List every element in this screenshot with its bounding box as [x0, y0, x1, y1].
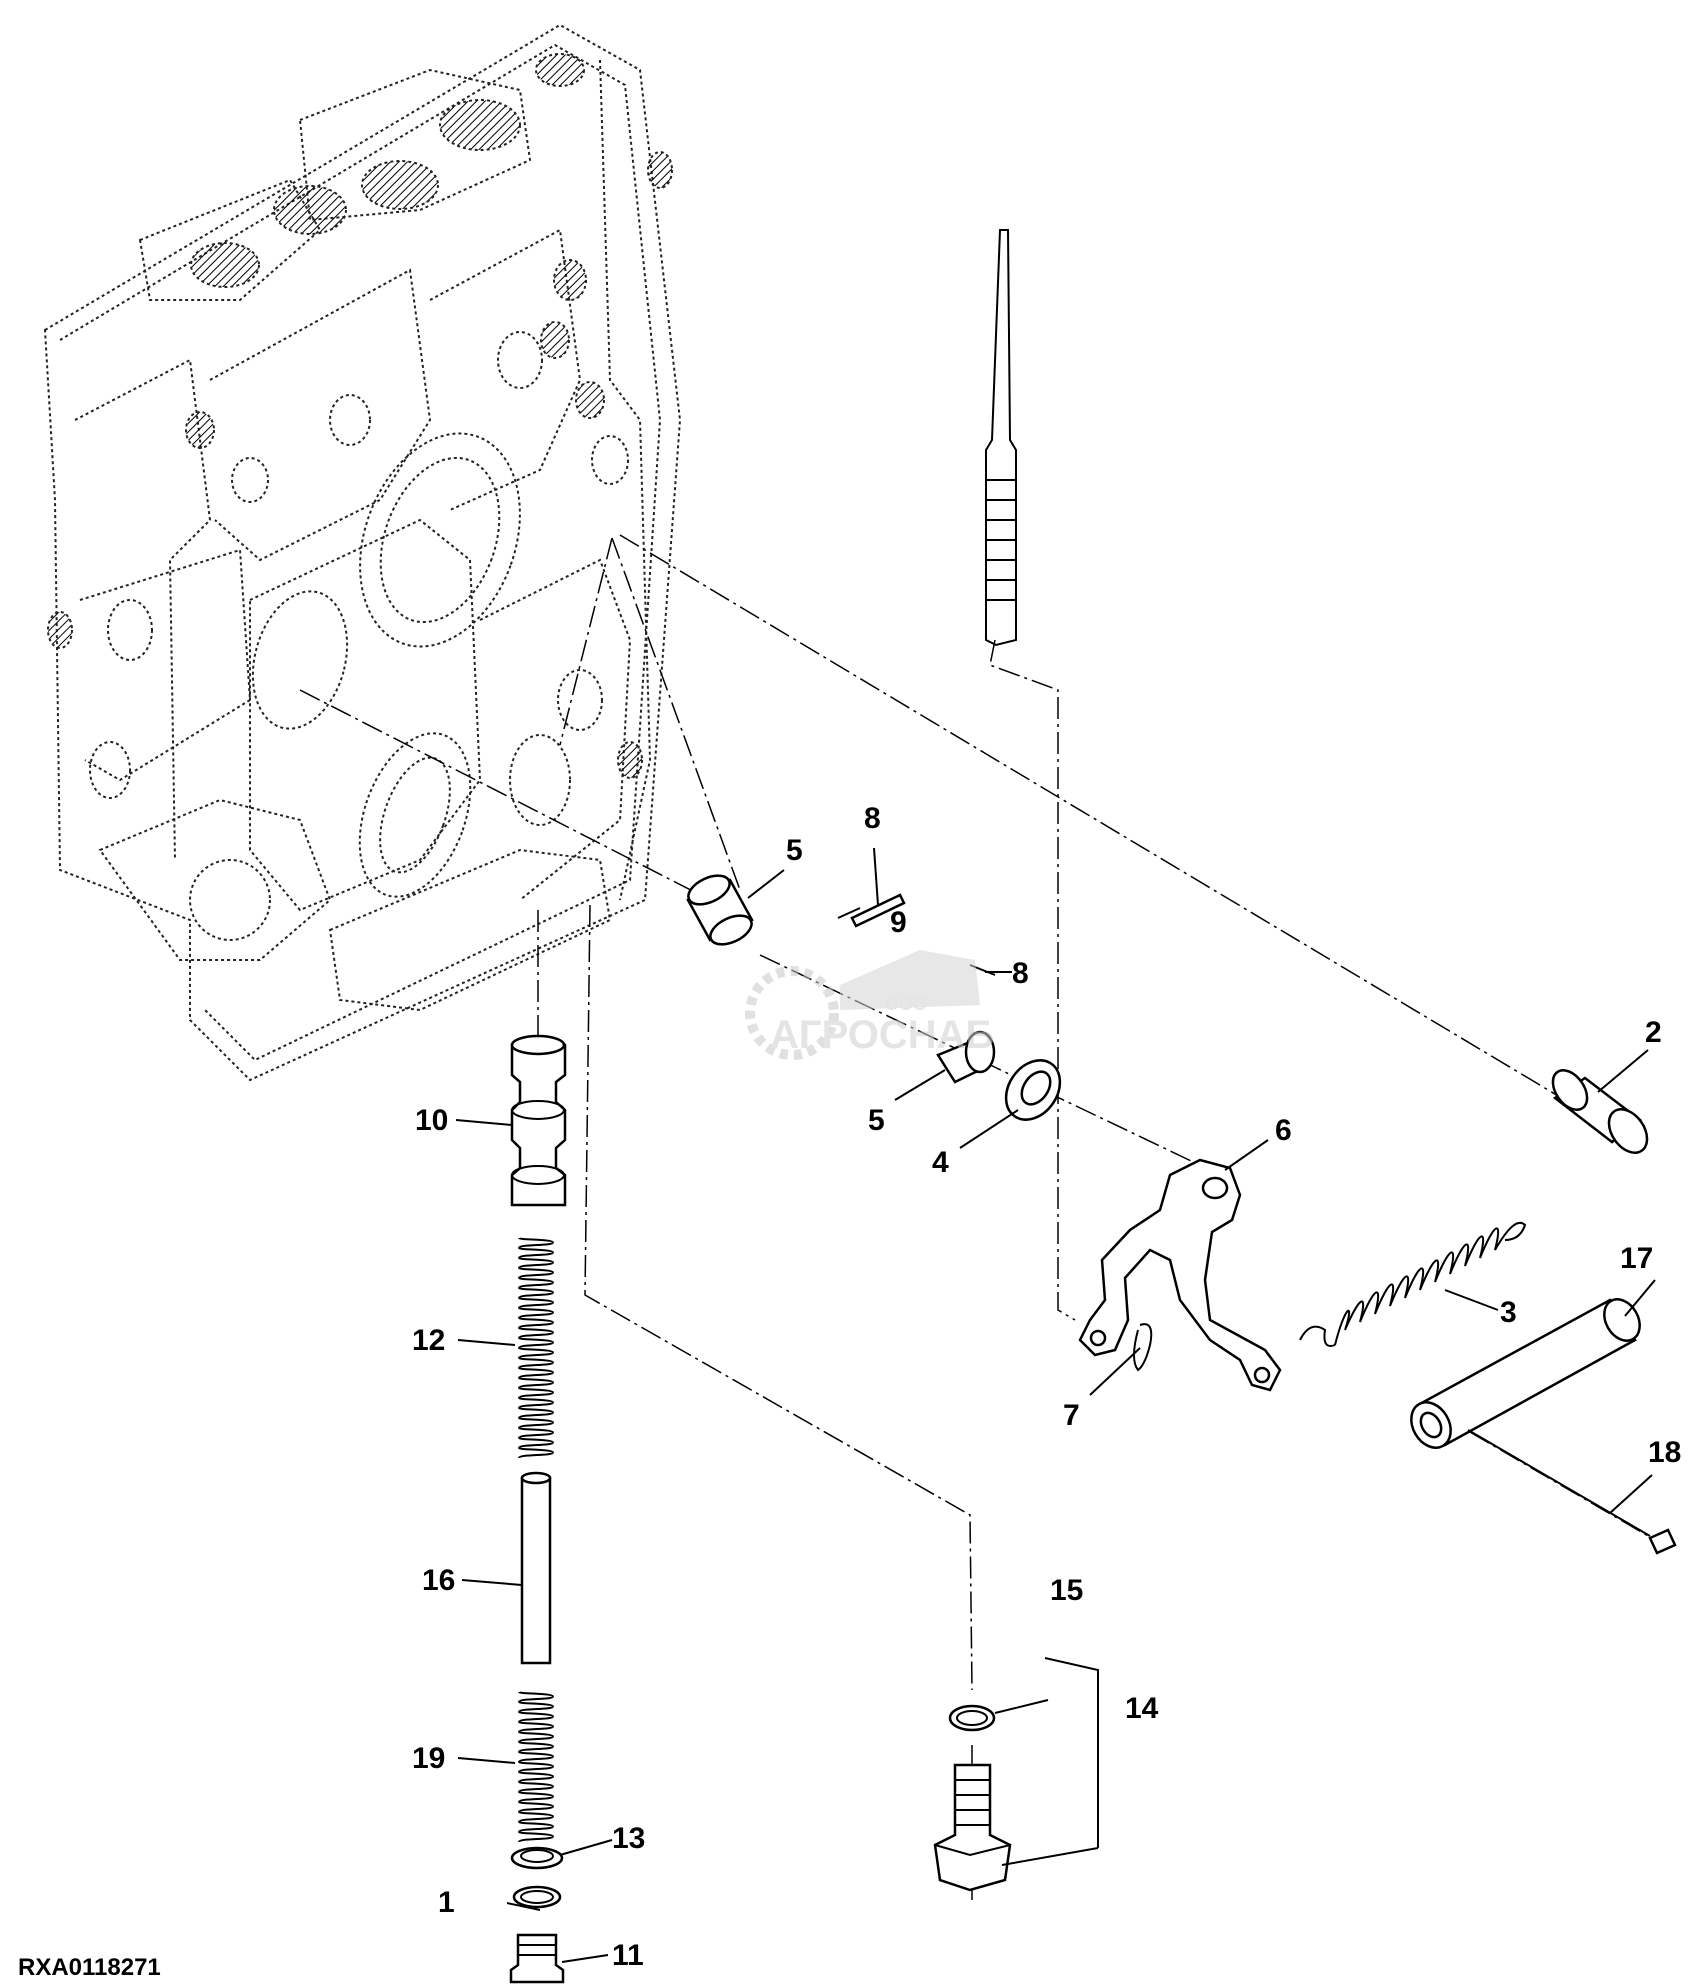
- bushing-lower: [936, 1030, 996, 1084]
- plug-assembly-bracket: [1044, 1657, 1099, 1848]
- valve-spool: [510, 1034, 567, 1207]
- callout-18: 18: [1648, 1436, 1681, 1469]
- leader-lines: [455, 847, 1656, 1963]
- spool-spring-short: [517, 1691, 555, 1843]
- control-rod: [985, 229, 1017, 647]
- callout-16: 16: [422, 1564, 455, 1597]
- bushing-upper: [686, 874, 754, 946]
- plug-assembly: [933, 1763, 1012, 1892]
- callout-19: 19: [412, 1742, 445, 1775]
- gear-tractor-logo-icon: [745, 966, 839, 1060]
- extension-spring: [1299, 1221, 1527, 1347]
- callout-10: 10: [415, 1104, 448, 1137]
- callout-8-upper: 8: [864, 802, 881, 835]
- lever-arm: [1078, 1158, 1282, 1392]
- o-ring-plug-assembly: [948, 1704, 996, 1732]
- wire-tie: [1648, 1528, 1677, 1555]
- callout-3: 3: [1500, 1296, 1517, 1329]
- callout-11: 11: [612, 1939, 644, 1972]
- callout-2: 2: [1645, 1016, 1662, 1049]
- callout-labels: 1 2 3 4 5 5 6 7 8 8 9 10 11 12 13 14 15 …: [412, 802, 1681, 1972]
- valve-housing-phantom: [43, 23, 682, 1082]
- callout-15: 15: [1050, 1574, 1083, 1607]
- callout-6: 6: [1275, 1114, 1292, 1147]
- callout-8-lower: 8: [1012, 957, 1029, 990]
- callout-17: 17: [1620, 1242, 1653, 1275]
- backup-ring: [510, 1846, 564, 1870]
- callout-13: 13: [612, 1822, 645, 1855]
- push-rod: [520, 1471, 552, 1665]
- callout-4: 4: [932, 1146, 949, 1179]
- watermark-prefix: ООО: [885, 994, 927, 1014]
- callout-9: 9: [890, 906, 907, 939]
- spring-clip: [1133, 1323, 1153, 1372]
- drawing-reference-id: RXA0118271: [18, 1954, 161, 1981]
- callout-5-lower: 5: [868, 1104, 885, 1137]
- pivot-pin: [1551, 1069, 1649, 1154]
- callout-7: 7: [1063, 1399, 1080, 1432]
- spool-spring-long: [517, 1237, 555, 1459]
- plug-bottom: [509, 1933, 565, 1984]
- washer: [1004, 1059, 1062, 1121]
- watermark-brand: АГРОСНАБ: [770, 1013, 994, 1057]
- o-ring-plug: [512, 1885, 562, 1909]
- sleeve-tube: [1410, 1298, 1641, 1449]
- watermark-logo: ООО АГРОСНАБ: [745, 950, 994, 1060]
- roll-pin-upper: [837, 893, 906, 928]
- assembly-center-lines: [299, 534, 1656, 1900]
- callout-12: 12: [412, 1324, 445, 1357]
- callout-1: 1: [438, 1886, 455, 1919]
- callout-5-upper: 5: [786, 834, 803, 867]
- callout-14: 14: [1125, 1692, 1159, 1725]
